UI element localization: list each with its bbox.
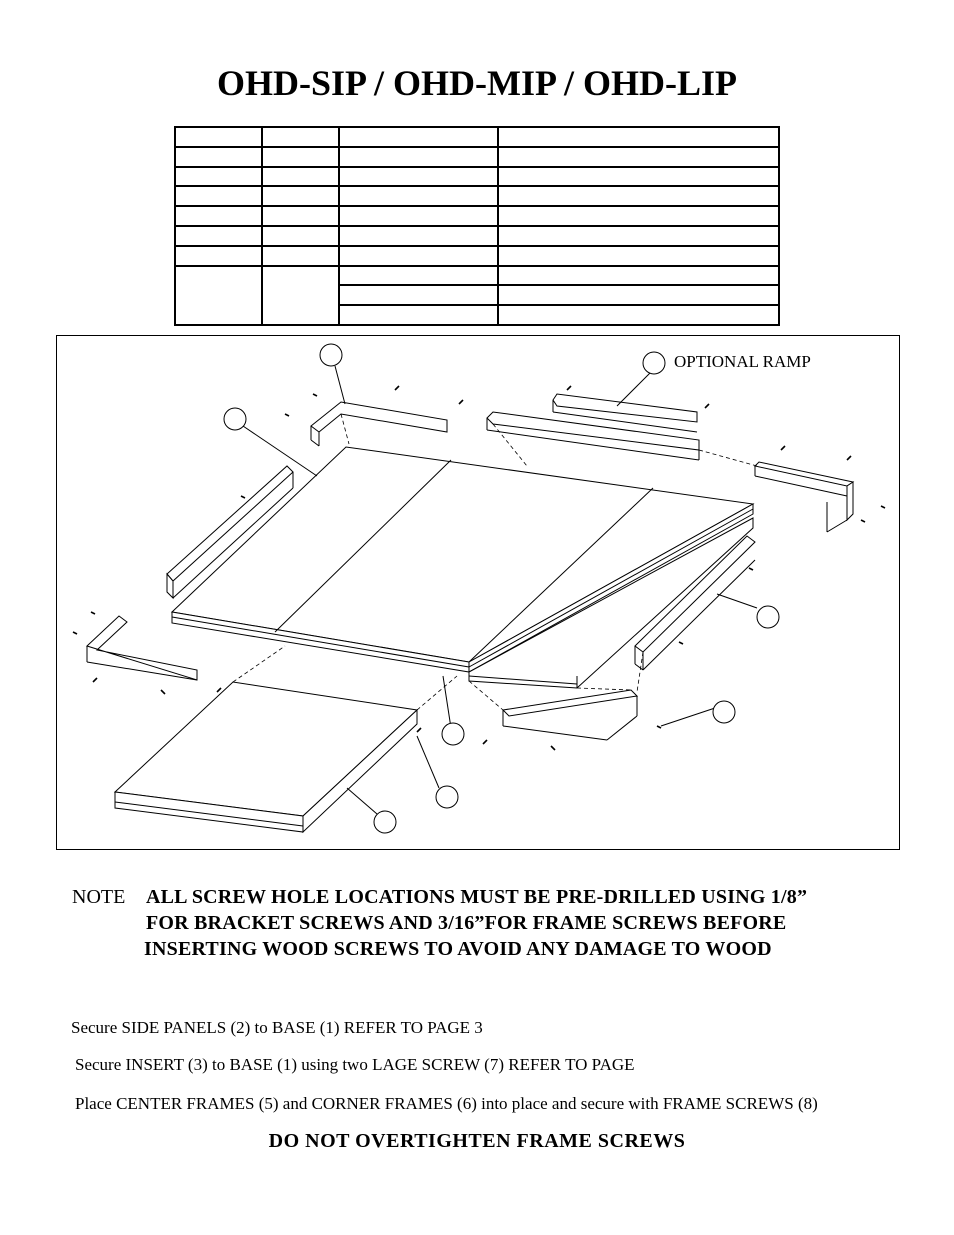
table-row [174, 244, 780, 267]
table-cell [174, 205, 263, 227]
table-cell [261, 126, 340, 148]
table-row [174, 264, 780, 327]
callout-circle [319, 343, 343, 367]
table-cell [497, 185, 780, 208]
callout-circle [373, 810, 397, 834]
table-cell [261, 224, 340, 247]
table-row [175, 284, 780, 307]
callout-circle [712, 700, 736, 724]
callout-circle [435, 785, 459, 809]
exploded-assembly-diagram: OPTIONAL RAMP [56, 335, 900, 850]
table-row [174, 224, 780, 247]
table-cell [261, 185, 340, 208]
table-cell [174, 126, 263, 148]
corner-frame-top-left [310, 401, 448, 433]
corner-frame-bottom-left [86, 615, 198, 681]
table-cell [261, 165, 340, 188]
table-row [174, 145, 780, 168]
table-cell [497, 304, 780, 326]
insert-panel [113, 681, 419, 817]
note-line: INSERTING WOOD SCREWS TO AVOID ANY DAMAG… [144, 938, 772, 960]
table-row [174, 205, 780, 227]
table-cell [338, 284, 499, 307]
callout-circle [642, 351, 666, 375]
instruction-step: Place CENTER FRAMES (5) and CORNER FRAME… [75, 1094, 818, 1113]
callout-circle [441, 722, 465, 746]
table-cell [338, 205, 499, 227]
table-cell [497, 284, 780, 307]
table-row [174, 126, 780, 148]
table-cell [338, 145, 499, 168]
corner-frame-right [753, 461, 855, 487]
table-cell [174, 244, 263, 267]
table-cell [261, 244, 340, 267]
table-cell [261, 145, 340, 168]
table-row [174, 185, 780, 208]
panel-divider-right [468, 487, 654, 663]
optional-ramp-piece [552, 393, 698, 423]
table-cell [497, 244, 780, 267]
optional-ramp-label: OPTIONAL RAMP [674, 352, 811, 371]
note-label: NOTE [72, 886, 126, 908]
assembly-drawing [72, 343, 886, 834]
table-row [175, 304, 780, 326]
instruction-step: Secure SIDE PANELS (2) to BASE (1) REFER… [71, 1018, 483, 1037]
table-cell [497, 224, 780, 247]
right-side-rail [634, 535, 756, 653]
page-title: OHD-SIP / OHD-MIP / OHD-LIP [216, 63, 737, 103]
callout-circle [223, 407, 247, 431]
callout-circle [756, 605, 780, 629]
parts-table [174, 126, 780, 327]
corner-frame-bottom-right [501, 689, 639, 717]
table-cell [261, 205, 340, 227]
note-text: ALL SCREW HOLE LOCATIONS MUST BE PRE-DRI… [144, 884, 906, 962]
panel-divider-left [274, 459, 452, 633]
table-cell [497, 165, 780, 188]
table-cell [174, 224, 263, 247]
table-row [174, 165, 780, 188]
table-cell [338, 165, 499, 188]
table-cell [497, 264, 780, 287]
table-cell [497, 205, 780, 227]
table-cell [497, 126, 780, 148]
instruction-step: Secure INSERT (3) to BASE (1) using two … [75, 1055, 635, 1074]
note-line: ALL SCREW HOLE LOCATIONS MUST BE PRE-DRI… [146, 886, 808, 908]
table-cell [497, 145, 780, 168]
table-cell [174, 264, 263, 327]
center-frame-top [486, 411, 700, 451]
table-cell [174, 145, 263, 168]
table-cell [174, 185, 263, 208]
table-cell [338, 126, 499, 148]
table-cell [338, 224, 499, 247]
base-lower-section [468, 517, 754, 689]
table-cell [338, 264, 499, 287]
table-cell [338, 304, 499, 326]
table-cell [338, 185, 499, 208]
table-cell [338, 244, 499, 267]
note-line: FOR BRACKET SCREWS AND 3/16”FOR FRAME SC… [146, 912, 787, 934]
table-cell [261, 264, 340, 327]
warning-text: DO NOT OVERTIGHTEN FRAME SCREWS [268, 1130, 686, 1152]
table-cell [174, 165, 263, 188]
